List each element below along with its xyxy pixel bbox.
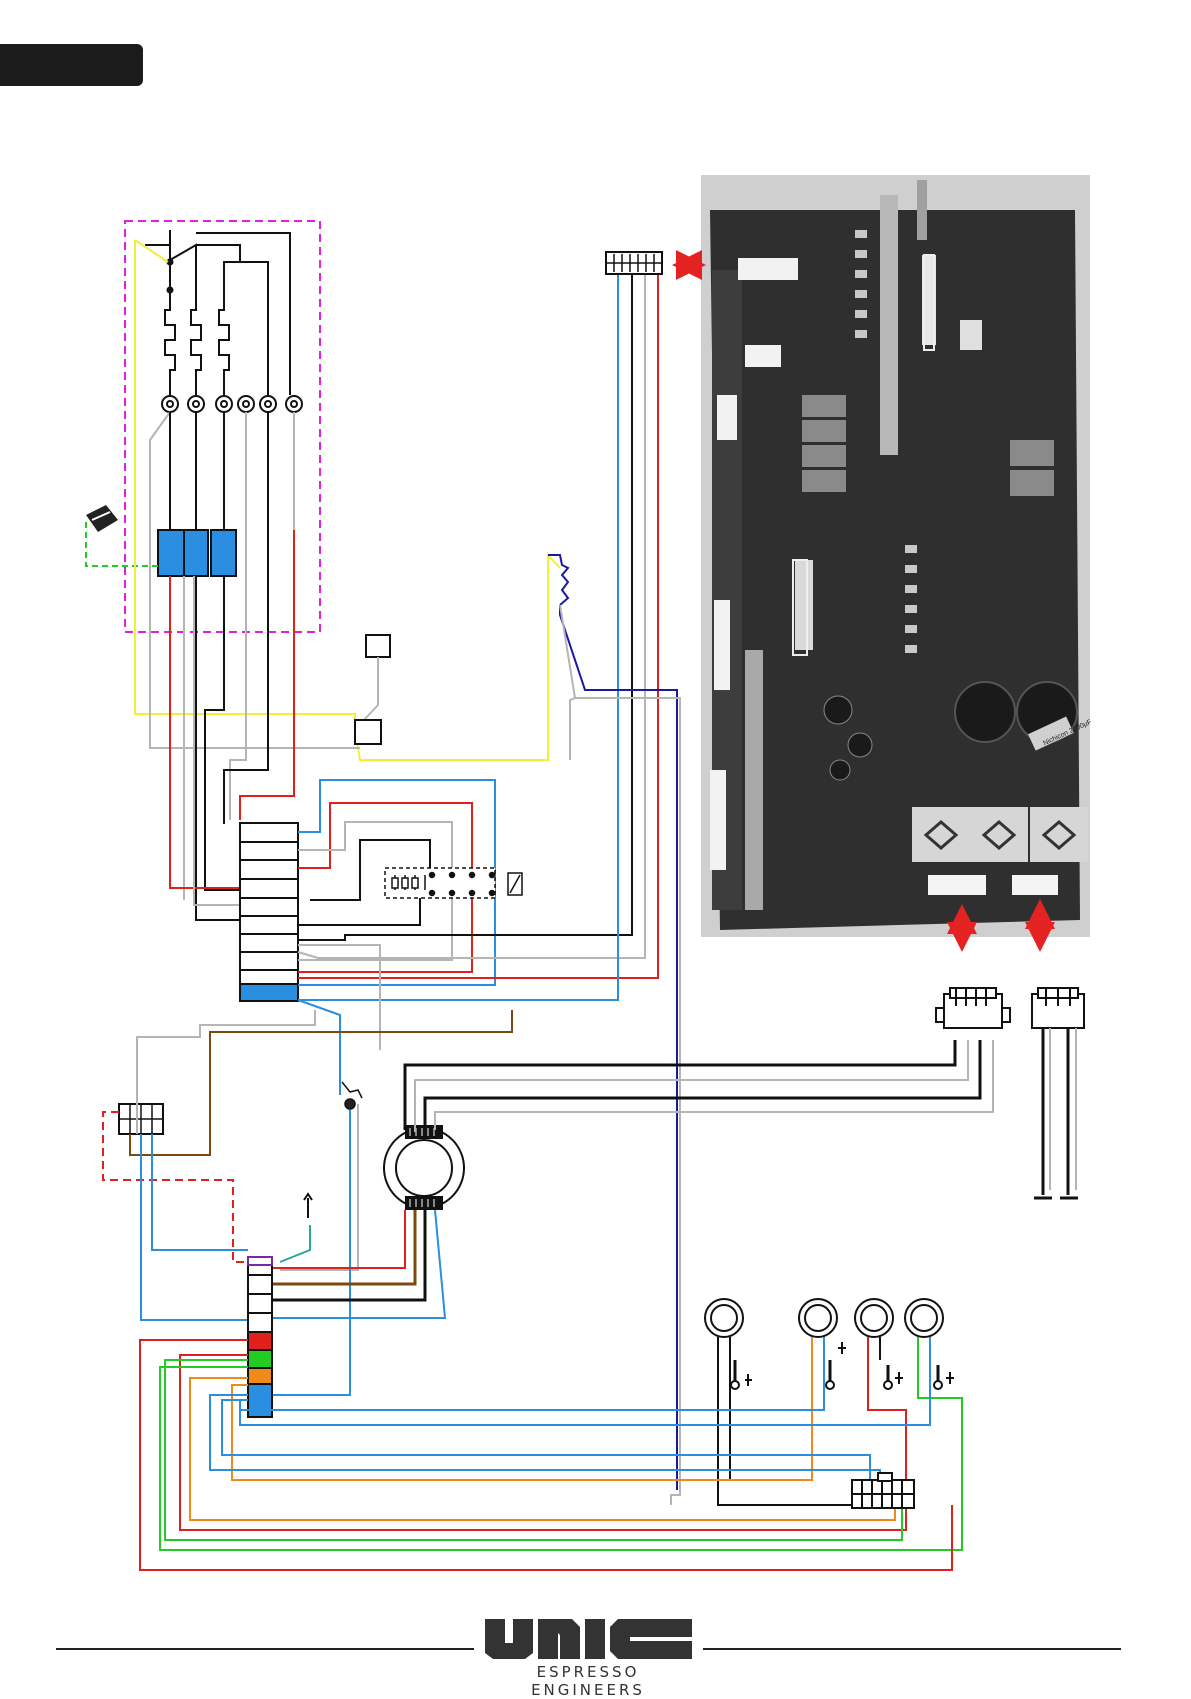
terminal-strip-bottom — [248, 1257, 272, 1417]
footer-rule-left — [56, 1648, 474, 1650]
unic-logo-mark — [480, 1615, 696, 1661]
temperature-probe-1 — [705, 1299, 878, 1505]
transformer-icon — [384, 1125, 464, 1210]
unic-logo: ESPRESSO ENGINEERS — [480, 1615, 696, 1679]
plug-connector-small — [355, 720, 381, 744]
footer-rule-right — [703, 1648, 1121, 1650]
brand-tagline: ESPRESSO ENGINEERS — [480, 1663, 696, 1699]
power-connector-b — [1032, 988, 1084, 1028]
pressure-switch-plug — [366, 635, 390, 657]
ground-clip-icon — [86, 505, 158, 566]
temperature-probe-2 — [232, 1299, 846, 1480]
power-connector-a — [936, 988, 1010, 1028]
temperature-probe-3 — [180, 1299, 906, 1530]
control-board-photo: Nichicon 2200μF — [701, 175, 1093, 937]
heater-element-assembly — [125, 221, 320, 632]
temperature-probe-4 — [160, 1299, 962, 1550]
probe-connector — [852, 1473, 914, 1508]
